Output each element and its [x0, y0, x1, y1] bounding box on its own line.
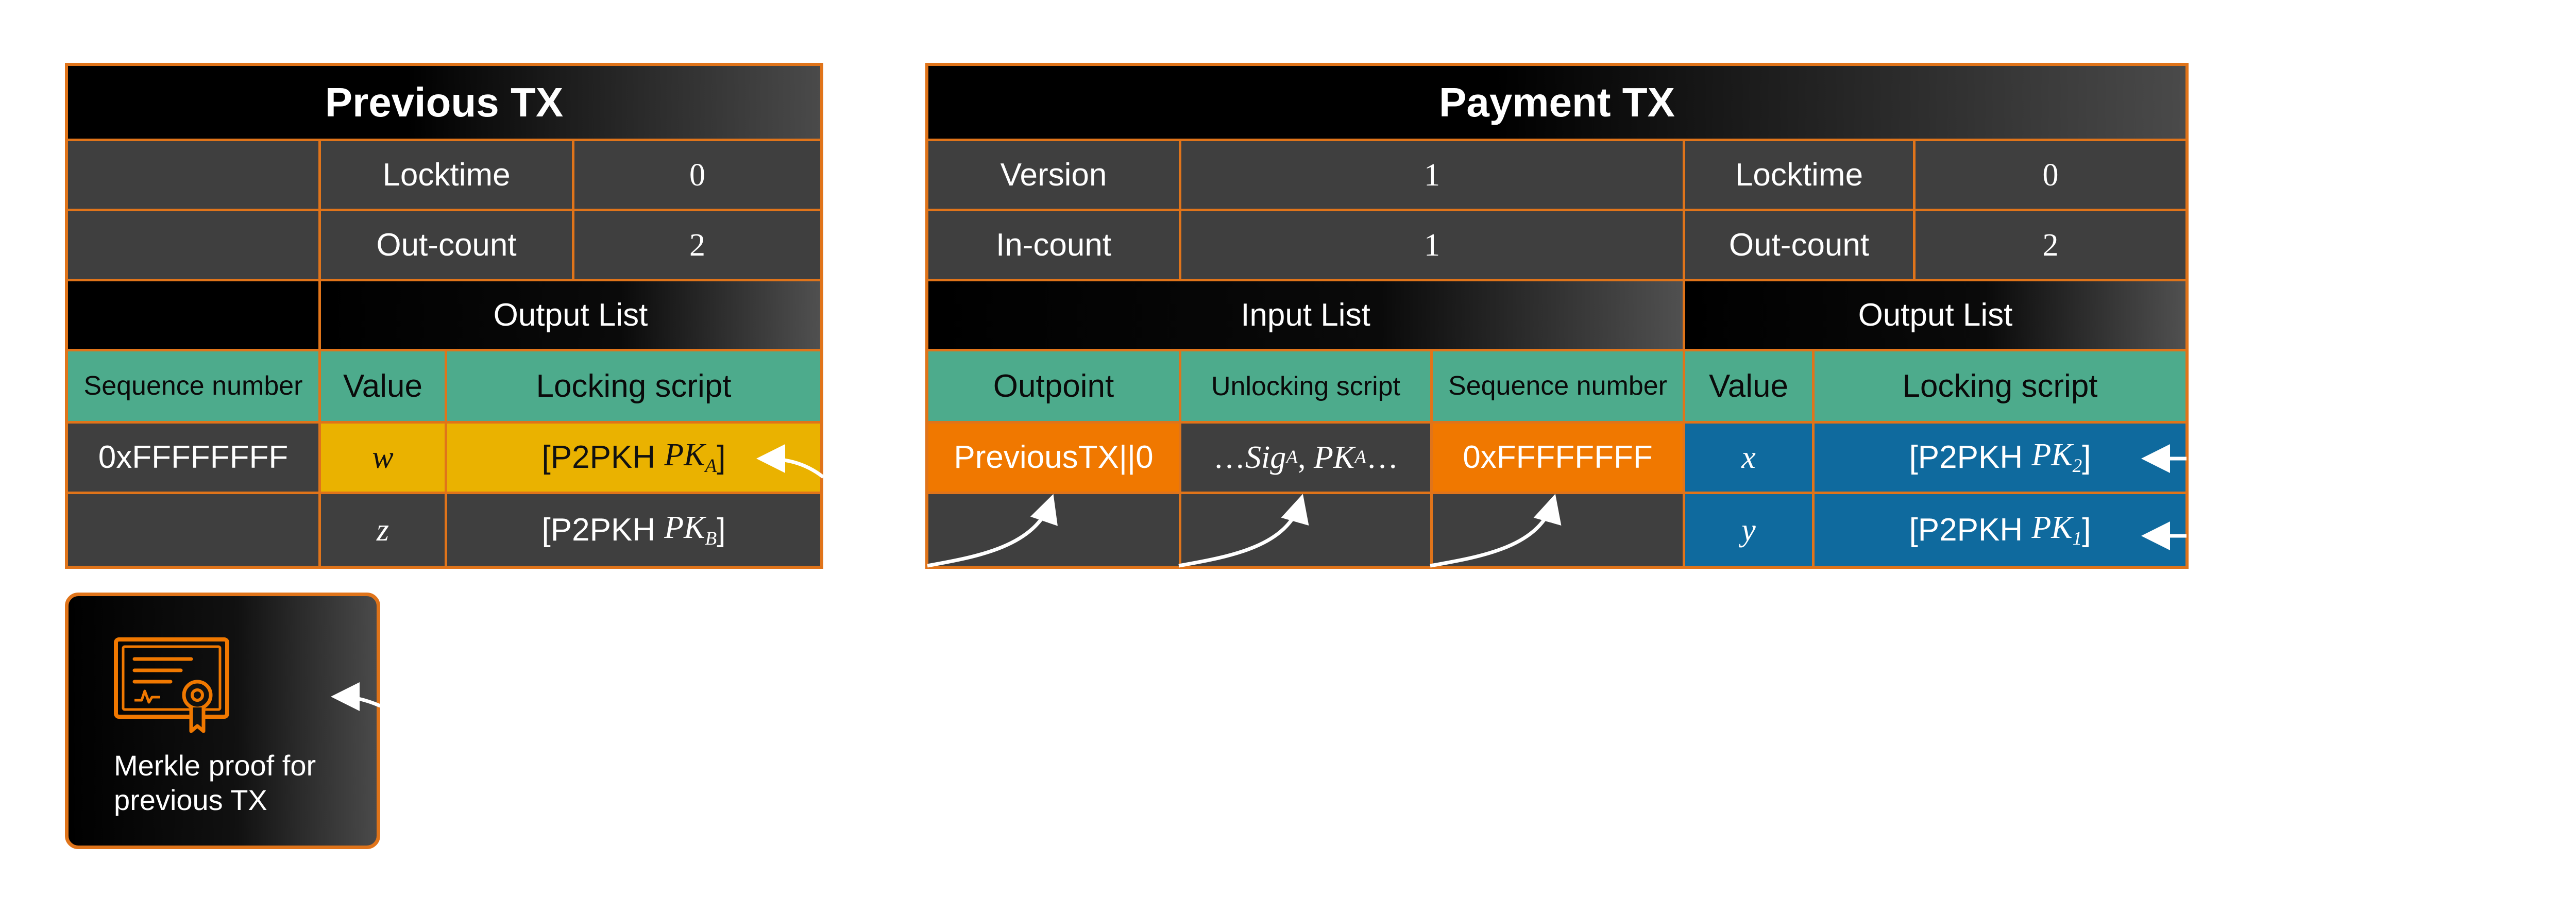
previous-tx-output-value: w [321, 424, 447, 494]
payment-tx-sequence-value: 0xFFFFFFFF [1433, 424, 1685, 494]
public-key: PKA [664, 437, 717, 477]
previous-tx-table: Previous TX Locktime 0 Out-count 2 Outpu… [65, 63, 823, 569]
merkle-proof-box: Merkle proof for previous TX [65, 593, 380, 849]
payment-tx-output-list-header: Output List [1685, 281, 2185, 351]
payment-tx-output-value: x [1685, 424, 1815, 494]
previous-tx-empty-header [68, 281, 321, 351]
payment-tx-input-list-header: Input List [928, 281, 1685, 351]
payment-tx-outpoint-value: PreviousTX||0 [928, 424, 1181, 494]
payment-tx-locking-script: [P2PKH PK2] [1815, 424, 2185, 494]
previous-tx-sequence-value: 0xFFFFFFFF [68, 424, 321, 494]
previous-tx-empty-cell [68, 494, 321, 566]
payment-tx-locking-script: [P2PKH PK1] [1815, 494, 2185, 566]
payment-tx-locking-header: Locking script [1815, 351, 2185, 424]
merkle-proof-label: Merkle proof for previous TX [114, 749, 316, 817]
payment-tx-unlocking-header: Unlocking script [1181, 351, 1433, 424]
previous-tx-outcount-value: 2 [574, 211, 820, 281]
previous-tx-output-value: z [321, 494, 447, 566]
payment-tx-value-header: Value [1685, 351, 1815, 424]
public-key: PKB [664, 510, 717, 549]
public-key: PK1 [2031, 510, 2082, 549]
previous-tx-outcount-label: Out-count [321, 211, 574, 281]
previous-tx-title: Previous TX [68, 66, 820, 141]
payment-tx-output-value: y [1685, 494, 1815, 566]
payment-tx-incount-value: 1 [1181, 211, 1685, 281]
payment-tx-version-label: Version [928, 141, 1181, 211]
previous-tx-value-header: Value [321, 351, 447, 424]
payment-tx-table: Payment TX Version 1 Locktime 0 In-count… [925, 63, 2189, 569]
payment-tx-empty-cell [1181, 494, 1433, 566]
certificate-icon [114, 637, 229, 733]
payment-tx-outpoint-header: Outpoint [928, 351, 1181, 424]
previous-tx-output-list-header: Output List [321, 281, 820, 351]
previous-tx-locking-script: [P2PKH PKB] [447, 494, 820, 566]
previous-tx-locking-header: Locking script [447, 351, 820, 424]
previous-tx-locktime-label: Locktime [321, 141, 574, 211]
payment-tx-incount-label: In-count [928, 211, 1181, 281]
public-key: PK2 [2031, 437, 2082, 477]
payment-tx-empty-cell [1433, 494, 1685, 566]
payment-tx-empty-cell [928, 494, 1181, 566]
previous-tx-empty-cell [68, 141, 321, 211]
payment-tx-version-value: 1 [1181, 141, 1685, 211]
previous-tx-sequence-header: Sequence number [68, 351, 321, 424]
payment-tx-sequence-header: Sequence number [1433, 351, 1685, 424]
payment-tx-outcount-value: 2 [1916, 211, 2185, 281]
previous-tx-locktime-value: 0 [574, 141, 820, 211]
payment-tx-title: Payment TX [928, 66, 2185, 141]
payment-tx-outcount-label: Out-count [1685, 211, 1916, 281]
payment-tx-locktime-label: Locktime [1685, 141, 1916, 211]
previous-tx-empty-cell [68, 211, 321, 281]
payment-tx-locktime-value: 0 [1916, 141, 2185, 211]
previous-tx-locking-script: [P2PKH PKA] [447, 424, 820, 494]
